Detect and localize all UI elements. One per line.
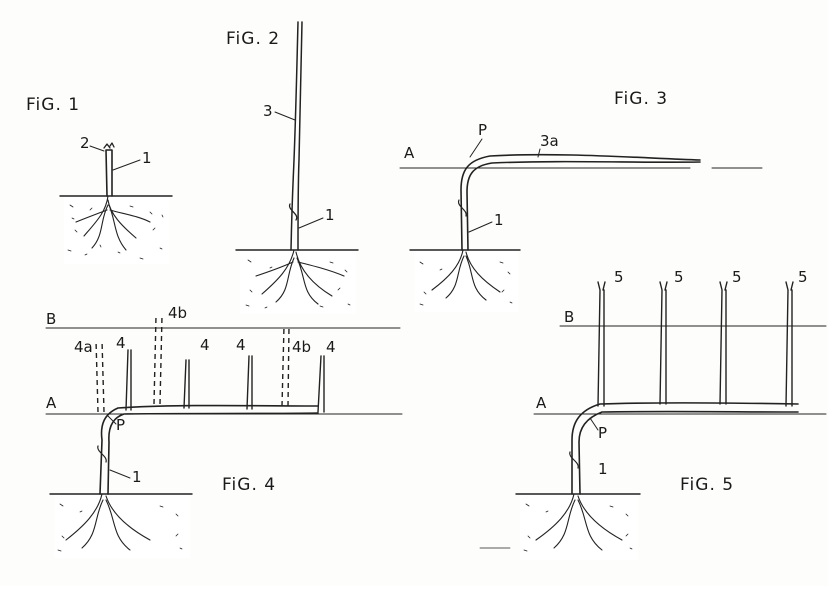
figure-2: FiG. 2 3 1 (226, 21, 359, 314)
fig1-roots (75, 195, 151, 251)
fig4-dashed-shoot-4b-2 (281, 325, 290, 407)
fig3-bent-shoot (460, 153, 701, 251)
fig2-label-shoot: 3 (263, 102, 273, 120)
fig3-label-line: A (404, 144, 415, 162)
fig4-shoot-4 (317, 355, 325, 413)
fig5-cane-3 (719, 281, 728, 405)
fig3-soil-texture (419, 261, 513, 306)
fig5-graft-knot (569, 451, 579, 469)
fig4-label-stem: 1 (132, 468, 142, 486)
fig4-label-4-d: 4 (326, 338, 336, 356)
fig4-shoot-3 (246, 355, 253, 410)
fig5-label-5-d: 5 (798, 268, 808, 286)
fig5-cane-4 (785, 281, 794, 407)
fig4-shoot-2 (183, 359, 190, 409)
fig3-graft-knot (457, 199, 467, 217)
fig4-shoot-1 (125, 349, 132, 411)
fig2-leader-stem (298, 217, 324, 229)
figure-3: FiG. 3 A P 3a 1 (399, 89, 763, 312)
figure-5: FiG. 5 B A 5 5 5 5 P 1 (515, 268, 827, 560)
figure-4: FiG. 4 B A 4a 4 4b 4 4 4b 4 P (45, 304, 403, 558)
fig3-label-bend: P (478, 121, 487, 139)
fig4-title: FiG. 4 (222, 475, 276, 495)
fig1-label-tip: 2 (80, 134, 90, 152)
fig3-title: FiG. 3 (614, 89, 668, 109)
fig4-dashed-shoot-4b-1 (153, 315, 163, 405)
fig4-graft-knot (97, 445, 107, 463)
fig5-trunk-cordon (571, 402, 799, 495)
fig2-graft-knot (288, 203, 298, 221)
fig5-roots (535, 493, 623, 551)
fig4-label-4-c: 4 (236, 336, 246, 354)
fig4-soil-texture (57, 503, 183, 552)
fig5-label-5-b: 5 (674, 268, 684, 286)
fig5-title: FiG. 5 (680, 475, 734, 495)
figure-1: FiG. 1 2 1 (26, 95, 173, 264)
fig4-dashed-shoot-4a (95, 339, 99, 413)
fig5-label-line-a: A (536, 394, 547, 412)
fig2-roots (255, 249, 345, 305)
fig1-bud-tip (103, 142, 115, 149)
fig5-cane-1 (597, 281, 606, 407)
fig4-soil-block (54, 494, 190, 558)
fig5-label-line-b: B (564, 308, 574, 326)
fig5-label-stem: 1 (598, 460, 608, 478)
fig5-label-bend: P (598, 424, 607, 442)
fig1-label-stem: 1 (142, 149, 152, 167)
fig5-soil-texture (523, 503, 633, 552)
fig4-label-bend: P (116, 416, 125, 434)
fig3-leader-bend (469, 138, 483, 158)
fig1-leader-tip (89, 145, 105, 152)
fig1-stem (105, 149, 113, 197)
fig1-leader-stem (112, 159, 141, 171)
fig3-soil-block (414, 250, 518, 312)
fig1-soil-block (64, 196, 170, 264)
fig4-label-4-a: 4 (116, 334, 126, 352)
fig1-soil-texture (67, 204, 164, 260)
fig4-leader-bend (107, 415, 117, 425)
fig4-label-line-a: A (46, 394, 57, 412)
fig2-label-stem: 1 (325, 206, 335, 224)
fig4-label-4-b: 4 (200, 336, 210, 354)
fig4-trunk-cordon (99, 404, 319, 495)
fig5-soil-block (520, 494, 638, 560)
fig4-label-line-b: B (46, 310, 56, 328)
fig4-label-4b-a: 4b (168, 304, 187, 322)
fig4-leader-stem (109, 469, 131, 479)
fig3-roots (431, 249, 501, 301)
fig2-soil-texture (245, 259, 351, 309)
fig3-label-stem: 1 (494, 211, 504, 229)
fig5-leader-bend (589, 417, 599, 431)
fig4-roots (65, 493, 151, 551)
fig3-label-shoot: 3a (540, 132, 559, 150)
fig5-label-5-a: 5 (614, 268, 624, 286)
fig3-leader-stem (468, 221, 493, 233)
fig5-cane-2 (659, 281, 668, 405)
fig2-title: FiG. 2 (226, 29, 280, 49)
fig1-title: FiG. 1 (26, 95, 80, 115)
fig3-leader-shoot (537, 148, 541, 158)
fig4-label-4a: 4a (74, 338, 93, 356)
fig2-leader-shoot (274, 111, 296, 121)
fig4-label-4b-b: 4b (292, 338, 311, 356)
fig4-dashed-shoot-4a-b (101, 339, 105, 413)
fig5-label-5-c: 5 (732, 268, 742, 286)
